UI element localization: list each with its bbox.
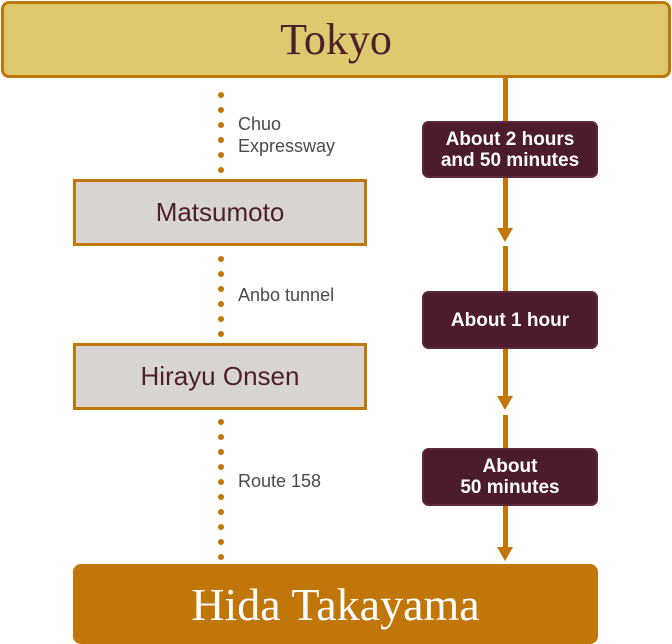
station-label: Hirayu Onsen <box>140 361 300 391</box>
arrow-down-icon <box>497 228 513 242</box>
road-label-chuo-expressway: Chuo Expressway <box>238 113 335 157</box>
route-dotted-line-1 <box>217 92 225 182</box>
origin-label: Tokyo <box>280 15 392 64</box>
route-dotted-line-3 <box>217 419 225 569</box>
road-label-line1: Route 158 <box>238 471 322 491</box>
road-label-line2: Expressway <box>238 136 336 156</box>
station-box-hirayu-onsen: Hirayu Onsen <box>73 343 367 410</box>
road-label-route-158: Route 158 <box>238 470 321 492</box>
origin-box-tokyo: Tokyo <box>1 1 671 78</box>
station-label: Matsumoto <box>155 197 285 227</box>
road-label-line1: Anbo tunnel <box>238 285 335 305</box>
time-badge-line2: 50 minutes <box>460 477 560 498</box>
time-badge-1: About 2 hours and 50 minutes <box>422 121 598 178</box>
destination-label: Hida Takayama <box>191 578 480 630</box>
time-badge-3: About 50 minutes <box>422 448 598 506</box>
road-label-line1: Chuo <box>238 114 282 134</box>
station-box-matsumoto: Matsumoto <box>73 179 367 246</box>
time-badge-line1: About 1 hour <box>450 309 570 331</box>
arrow-down-icon <box>497 547 513 561</box>
route-dotted-line-2 <box>217 256 225 346</box>
destination-box-hida-takayama: Hida Takayama <box>73 564 598 644</box>
arrow-down-icon <box>497 396 513 410</box>
time-badge-line1: About <box>482 456 538 477</box>
time-badge-line1: About 2 hours <box>445 128 575 150</box>
time-badge-line2: and 50 minutes <box>440 149 580 171</box>
time-badge-2: About 1 hour <box>422 291 598 349</box>
road-label-anbo-tunnel: Anbo tunnel <box>238 284 334 306</box>
